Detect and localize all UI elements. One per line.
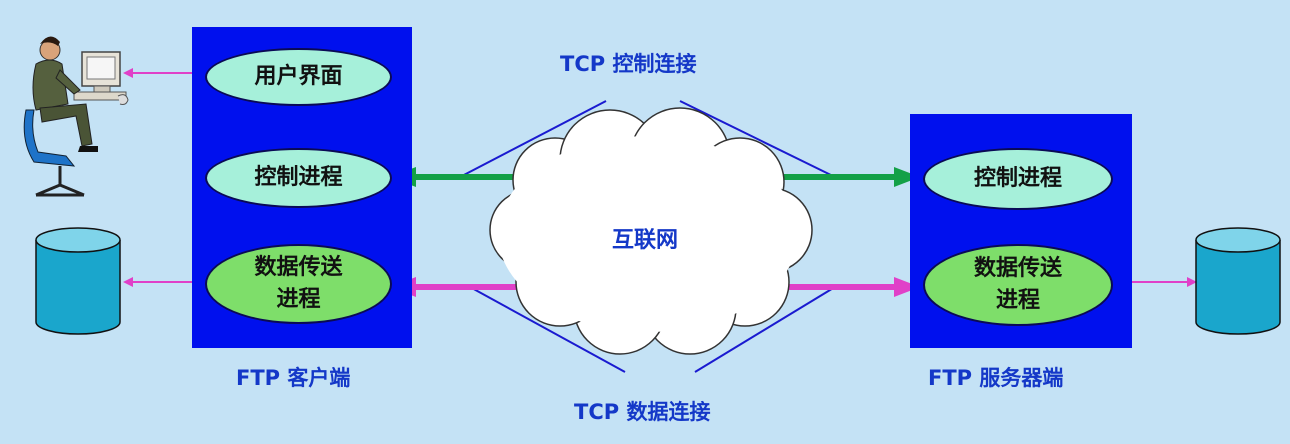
server-data-label-line2: 进程 <box>995 288 1040 313</box>
server-caption: FTP 服务器端 <box>928 366 1064 390</box>
control-line-right <box>679 100 836 178</box>
client-data-label-line1: 数据传送 <box>254 255 343 280</box>
client-ui-label: 用户界面 <box>254 64 343 89</box>
data-line-left <box>469 286 626 373</box>
internet-cloud <box>489 107 813 355</box>
internet-label: 互联网 <box>611 228 678 253</box>
server-control-label: 控制进程 <box>973 166 1062 191</box>
client-control-label: 控制进程 <box>254 165 343 190</box>
client-caption: FTP 客户端 <box>236 366 351 390</box>
client-control-process: 控制进程 <box>205 148 392 208</box>
user-at-computer-icon <box>23 36 129 197</box>
control-line-left <box>459 100 607 178</box>
tcp-control-label: TCP 控制连接 <box>560 52 697 76</box>
client-data-process: 数据传送 进程 <box>205 244 392 324</box>
server-data-process: 数据传送 进程 <box>923 244 1113 326</box>
tcp-data-label: TCP 数据连接 <box>574 400 711 424</box>
data-line-right <box>694 286 836 373</box>
client-storage-icon <box>35 227 121 335</box>
client-ui-ellipse: 用户界面 <box>205 48 392 106</box>
client-data-label-line2: 进程 <box>276 287 321 312</box>
server-storage-icon <box>1195 227 1281 335</box>
server-control-process: 控制进程 <box>923 148 1113 210</box>
server-data-label-line1: 数据传送 <box>973 256 1062 281</box>
